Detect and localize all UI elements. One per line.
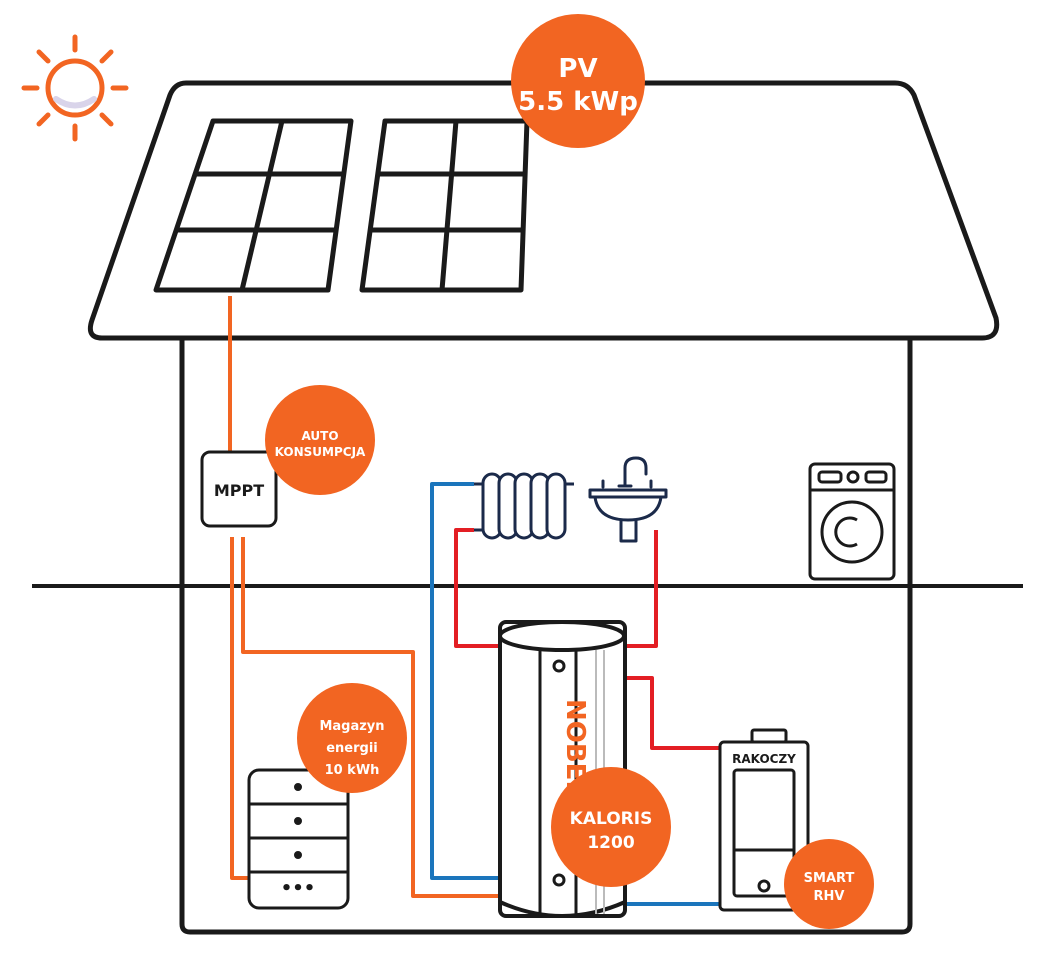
storage-label-line2: energii [326, 741, 378, 756]
auto-label-line1: AUTO [301, 429, 338, 443]
sink-faucet-icon [588, 456, 668, 543]
battery-stack-icon [247, 768, 350, 910]
kaloris-label-line1: KALORIS [570, 809, 653, 829]
mppt-label: MPPT [214, 481, 264, 500]
storage-label-line3: 10 kWh [325, 763, 380, 778]
radiator-icon [474, 472, 574, 540]
solar-panel-icon [153, 118, 354, 293]
house-walls [179, 338, 913, 935]
pv-badge: PV 5.5 kWp [511, 14, 645, 148]
energy-storage-badge: Magazyn energii 10 kWh [297, 683, 407, 793]
kaloris-badge: KALORIS 1200 [551, 767, 671, 887]
smart-label-line2: RHV [814, 889, 845, 904]
power-cables [228, 296, 498, 898]
auto-consumption-badge: AUTO KONSUMPCJA [265, 385, 375, 495]
cold-water-pipes [430, 482, 720, 906]
mppt-controller: MPPT [200, 450, 278, 528]
smart-label-line1: SMART [804, 871, 855, 886]
sun-icon [21, 34, 129, 142]
pv-label-line1: PV [558, 54, 597, 84]
house-roof [87, 80, 1000, 341]
smart-rhv-badge: SMART RHV [784, 839, 874, 929]
pv-label-line2: 5.5 kWp [518, 87, 638, 117]
storage-label-line1: Magazyn [319, 719, 384, 734]
washing-machine-icon [808, 462, 896, 581]
heat-pump-icon [718, 728, 810, 912]
battery-dots: ••• [281, 878, 316, 899]
kaloris-label-line2: 1200 [587, 833, 634, 853]
rakoczy-brand-label: RAKOCZY [732, 752, 796, 766]
auto-label-line2: KONSUMPCJA [275, 445, 366, 459]
solar-panel-icon [359, 118, 530, 293]
hot-water-pipes [454, 528, 720, 750]
